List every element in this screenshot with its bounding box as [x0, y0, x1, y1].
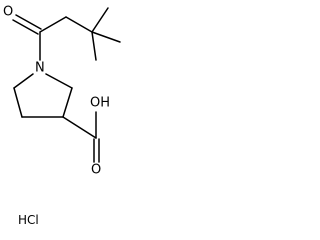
ring-bond-c5-n — [13, 73, 34, 89]
methyl-bond-lower — [91, 31, 97, 61]
acid-oxygen-label: O — [91, 163, 101, 178]
carbonyl-double-bond-a — [12, 19, 39, 35]
methyl-bond-right — [91, 31, 121, 43]
methylene-to-quaternary-bond — [65, 16, 93, 33]
methyl-bond-upper — [91, 7, 109, 33]
chemical-structure: O N OH O HCl — [3, 5, 121, 227]
hydrochloride-salt-label: HCl — [18, 213, 39, 227]
ring-bond-c4-c5 — [13, 87, 23, 118]
hydroxyl-label: OH — [90, 96, 110, 111]
ring-to-carboxyl-bond — [62, 116, 97, 139]
ring-bond-c2-c3 — [62, 87, 73, 118]
carbonyl-double-bond-b — [15, 14, 42, 30]
ring-bond-n-c2 — [45, 73, 73, 89]
carbonyl-to-methylene-bond — [39, 16, 67, 33]
bond-lines — [12, 7, 121, 163]
carbonyl-oxygen-label: O — [3, 5, 13, 20]
ring-nitrogen-label: N — [35, 61, 45, 76]
